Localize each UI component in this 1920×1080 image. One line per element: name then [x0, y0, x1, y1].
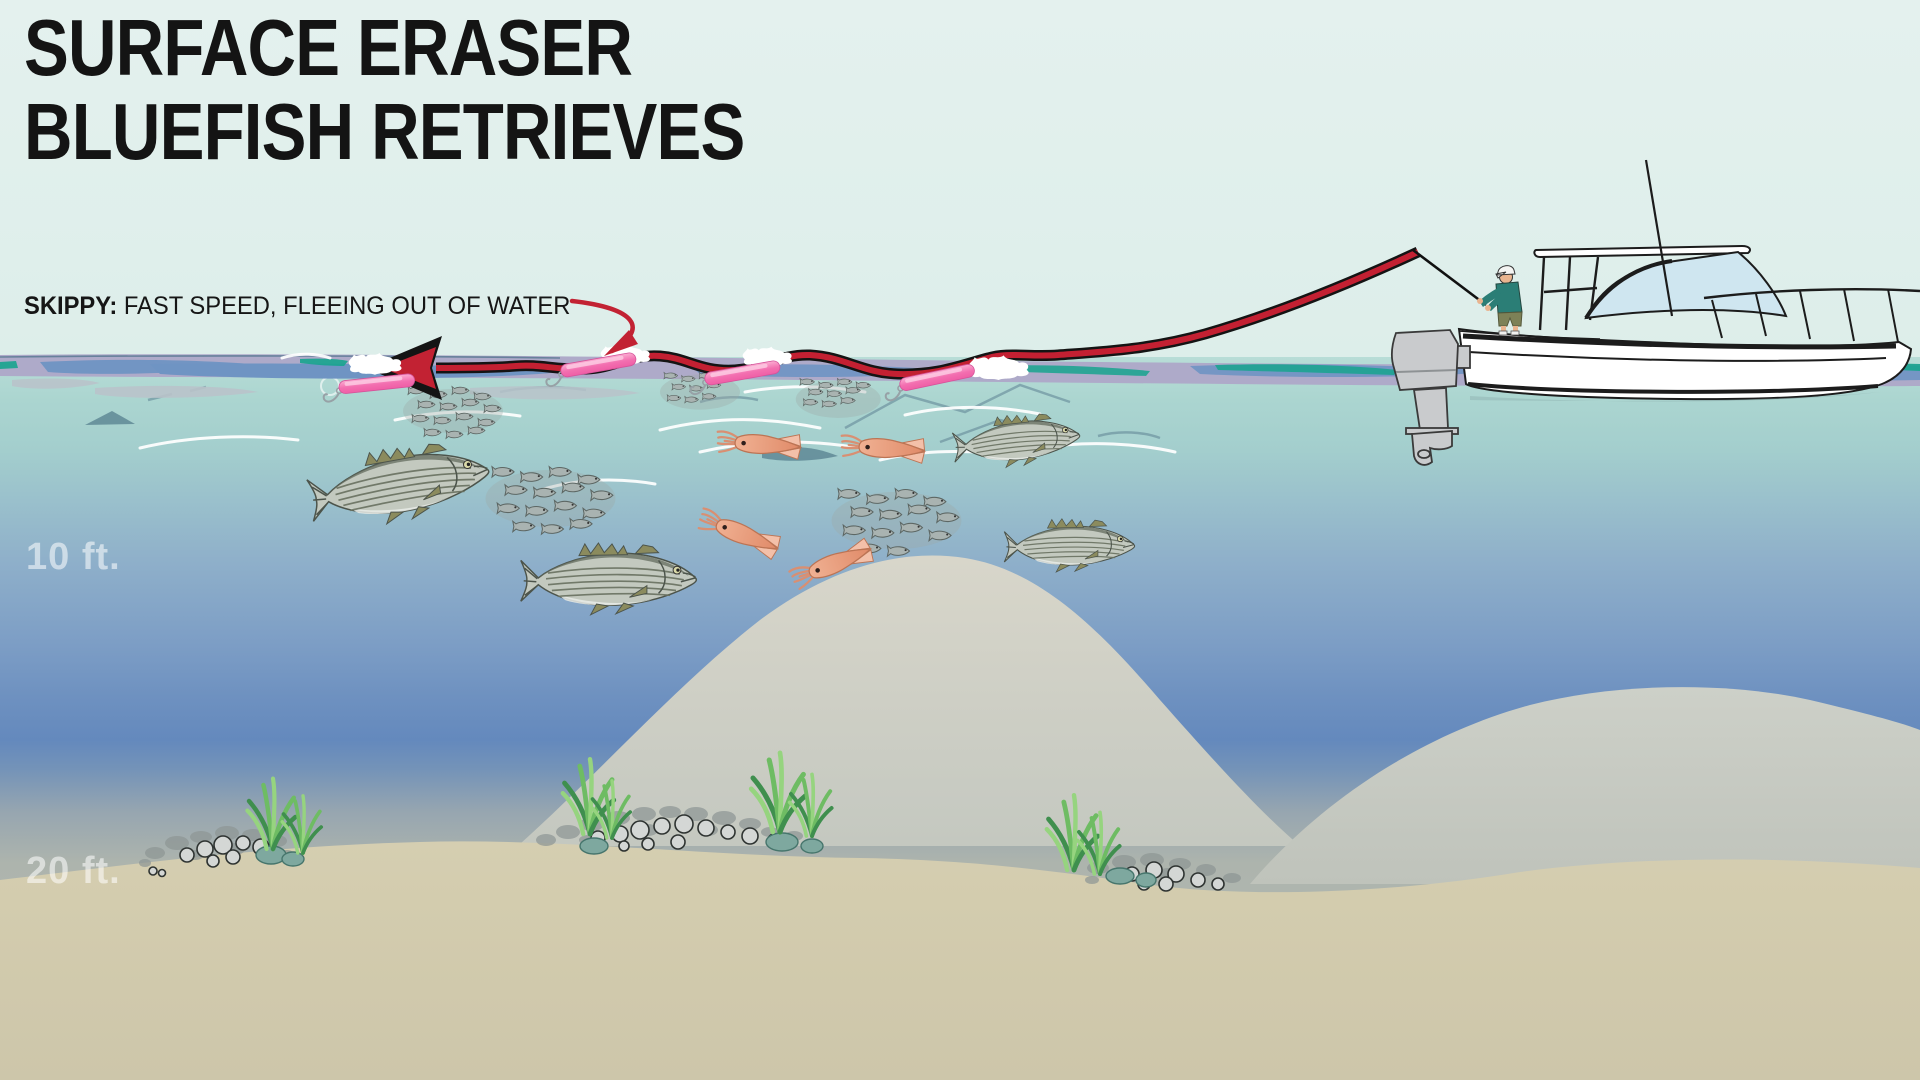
depth-marker-20ft: 20 ft. [26, 850, 121, 892]
title-line-2: BLUEFISH RETRIEVES [24, 87, 745, 176]
boat [1457, 159, 1920, 402]
antenna [1644, 159, 1674, 317]
background-dune [1250, 687, 1920, 884]
lure-description: FAST SPEED, FLEEING OUT OF WATER [117, 292, 571, 320]
sand-mound [520, 555, 1300, 846]
foreground-sand [0, 841, 1920, 1080]
bait-school [795, 377, 881, 418]
bow-rail [1703, 288, 1920, 343]
hardtop [1533, 244, 1751, 259]
angler [1412, 248, 1523, 336]
lure-name: SKIPPY: [24, 292, 118, 320]
title-line-1: SURFACE ERASER [24, 3, 633, 92]
outboard-motor [1390, 329, 1471, 466]
shorts [1497, 311, 1523, 327]
rock-cluster-right [1047, 795, 1241, 892]
annotation-arrow [569, 298, 638, 356]
lure-annotation: SKIPPY: FAST SPEED, FLEEING OUT OF WATER [24, 292, 570, 321]
rock-cluster-left [139, 779, 324, 878]
diagram-title: SURFACE ERASER BLUEFISH RETRIEVES [24, 3, 745, 176]
cap [1495, 265, 1516, 279]
fishing-rod [1412, 248, 1487, 307]
foam-streak [280, 352, 332, 360]
sea-floor [0, 555, 1920, 1080]
rock-cluster-center [536, 753, 834, 855]
depth-marker-10ft: 10 ft. [26, 536, 121, 578]
